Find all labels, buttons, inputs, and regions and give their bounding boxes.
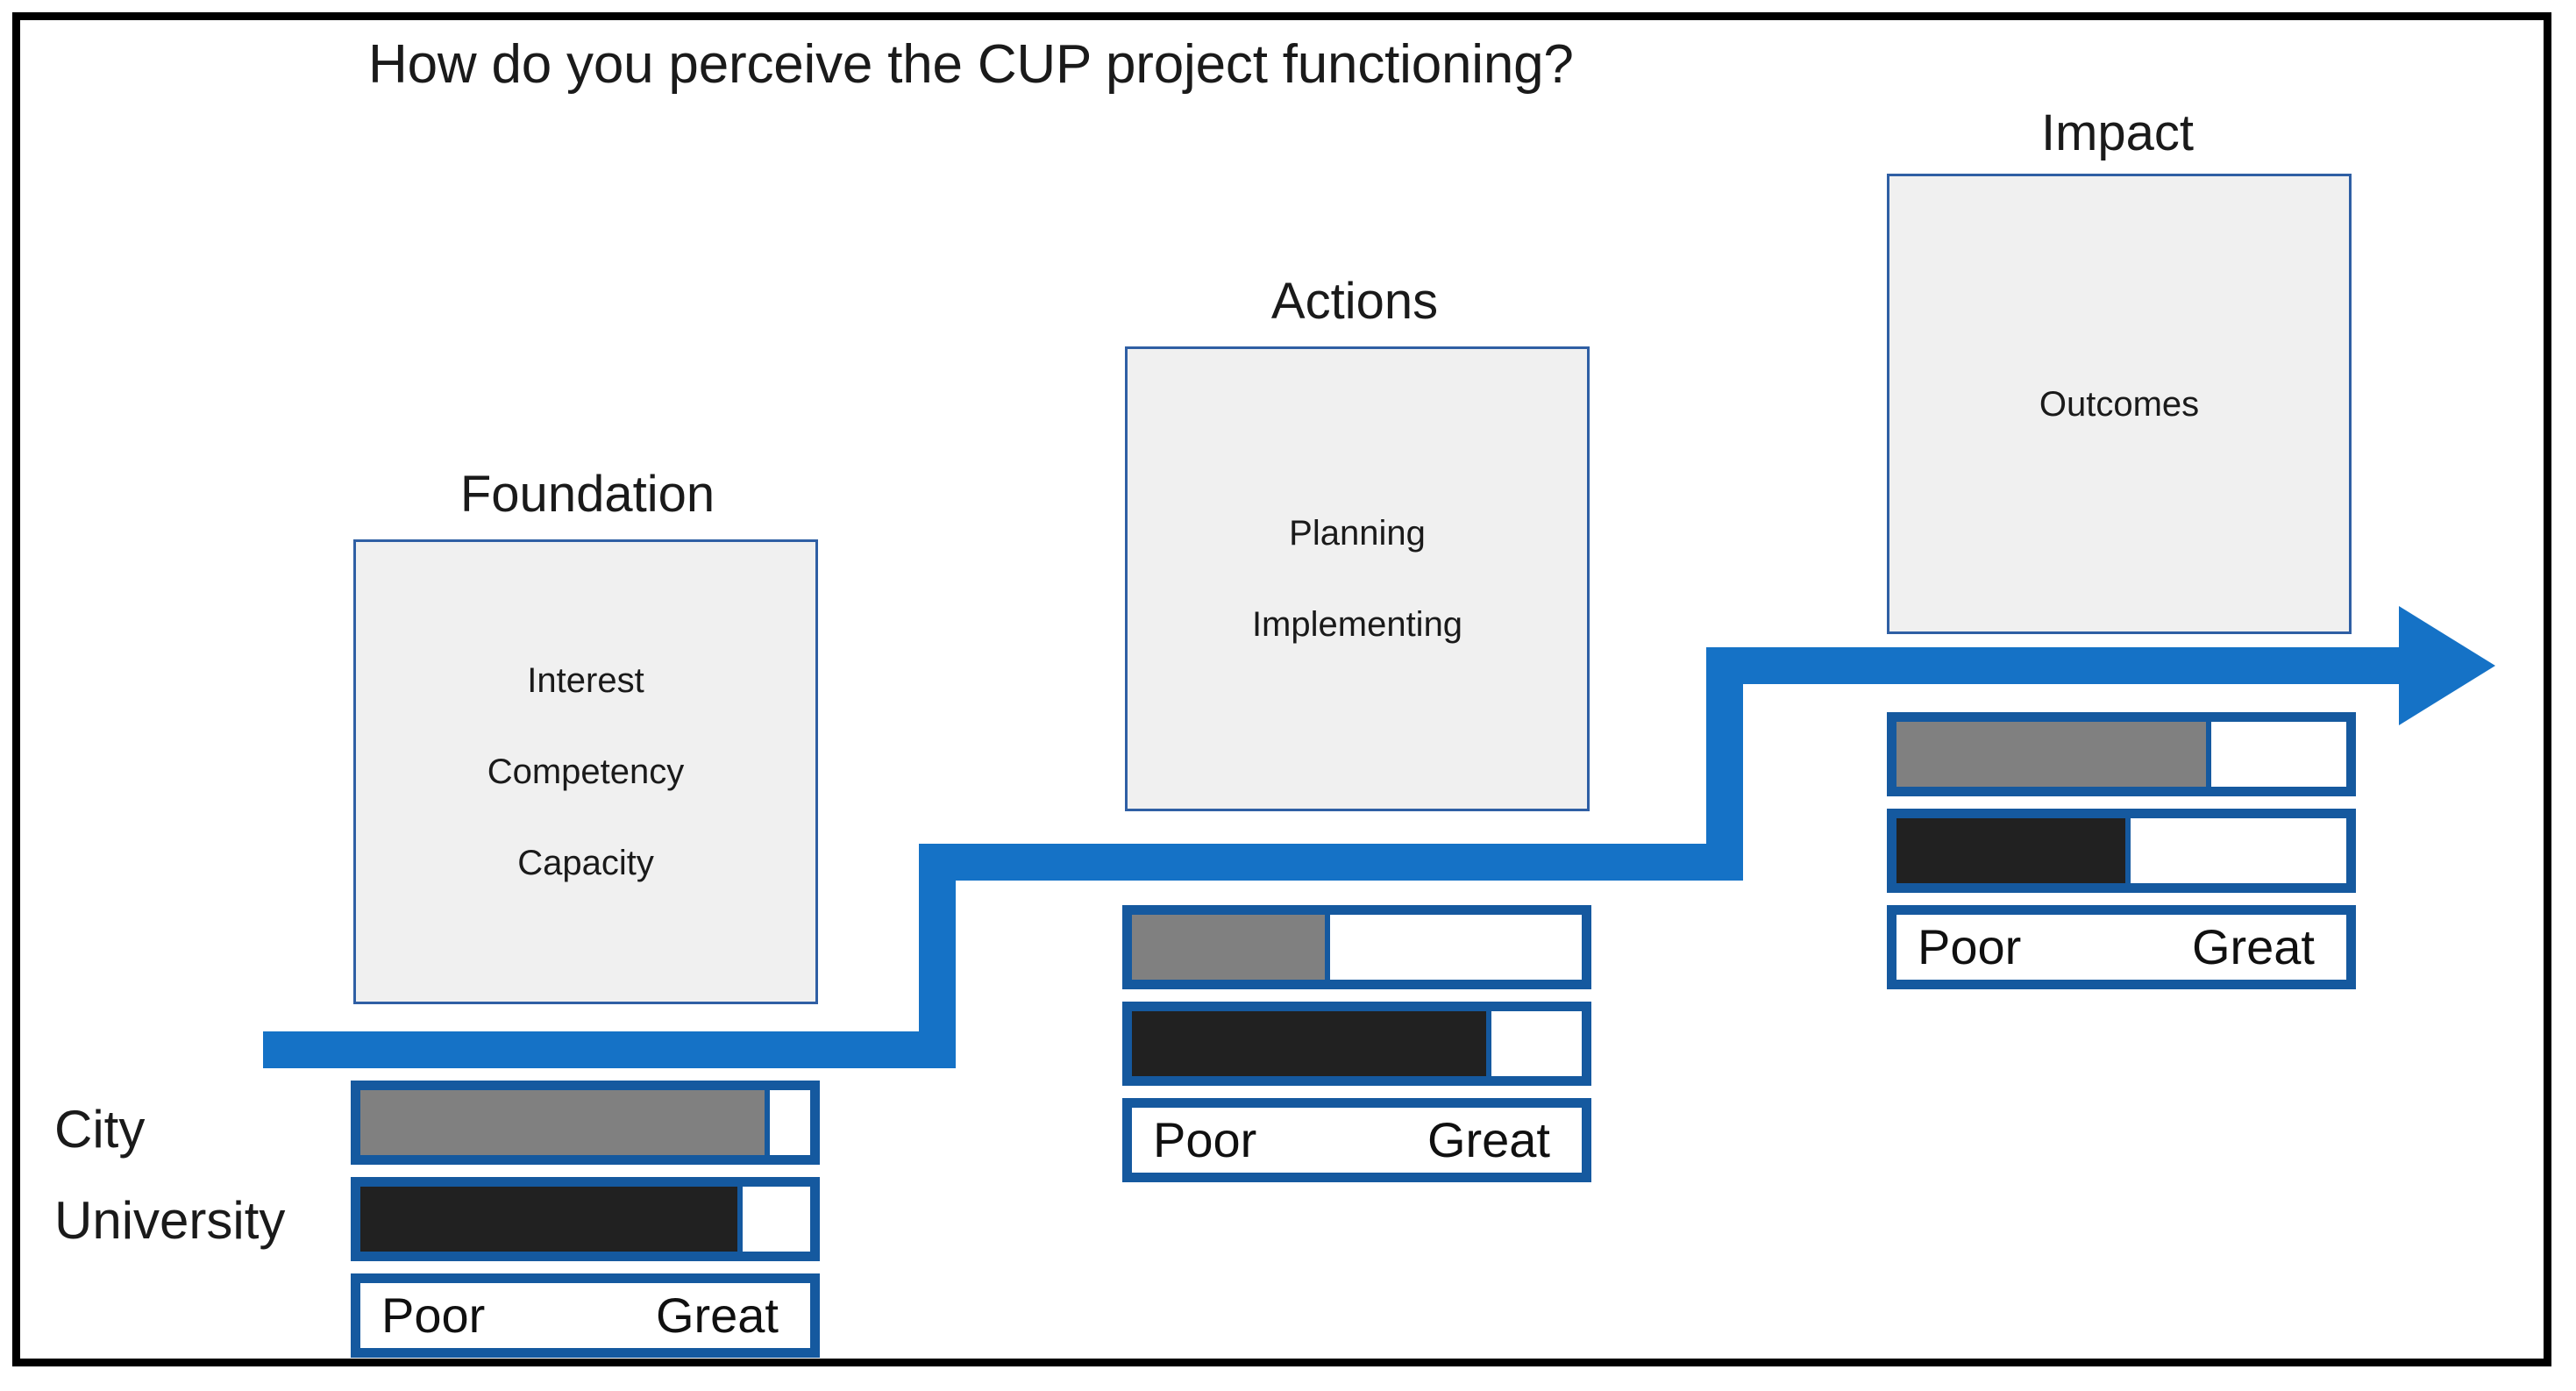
arrow-riser-one: [919, 844, 956, 1068]
scale-bar-actions: Poor Great: [1122, 1098, 1591, 1182]
bar-group-impact: Poor Great: [1887, 712, 2356, 989]
bar-actions-university[interactable]: [1122, 1002, 1591, 1086]
arrow-segment-upper: [1706, 647, 2399, 684]
bar-group-actions: Poor Great: [1122, 905, 1591, 1182]
arrow-segment-lower: [263, 1031, 956, 1068]
arrow-riser-two: [1706, 647, 1743, 881]
stage-box-impact: Outcomes: [1887, 174, 2352, 634]
scale-bar-foundation: Poor Great: [351, 1273, 820, 1358]
bar-foundation-city[interactable]: [351, 1081, 820, 1165]
series-label-city: City: [54, 1100, 146, 1159]
stage-item-capacity: Capacity: [517, 844, 654, 882]
scale-low-label: Poor: [1153, 1112, 1257, 1167]
scale-low-label: Poor: [1918, 919, 2022, 974]
bar-fill-city: [1132, 915, 1330, 980]
bar-fill-university: [360, 1187, 744, 1252]
bar-group-foundation: Poor Great: [351, 1081, 820, 1358]
bar-fill-city: [1896, 722, 2212, 787]
stage-title-actions: Actions: [1270, 273, 1439, 330]
scale-high-label: Great: [2191, 919, 2315, 974]
stage-item-planning: Planning: [1289, 514, 1426, 553]
bar-actions-city[interactable]: [1122, 905, 1591, 989]
stage-item-competency: Competency: [487, 753, 685, 791]
bar-impact-city[interactable]: [1887, 712, 2356, 796]
bar-fill-university: [1896, 818, 2131, 883]
stage-item-interest: Interest: [527, 661, 644, 700]
bar-fill-city: [360, 1090, 770, 1155]
stage-item-outcomes: Outcomes: [2039, 384, 2200, 424]
arrow-head-icon: [2399, 606, 2495, 725]
scale-low-label: Poor: [381, 1288, 486, 1343]
bar-impact-university[interactable]: [1887, 809, 2356, 893]
stage-box-foundation: Interest Competency Capacity: [353, 539, 818, 1004]
page-title: How do you perceive the CUP project func…: [368, 34, 1574, 95]
bar-foundation-university[interactable]: [351, 1177, 820, 1261]
series-label-university: University: [54, 1191, 286, 1250]
stage-item-implementing: Implementing: [1251, 605, 1463, 644]
scale-bar-impact: Poor Great: [1887, 905, 2356, 989]
scale-high-label: Great: [1427, 1112, 1550, 1167]
stage-title-foundation: Foundation: [459, 466, 715, 523]
scale-high-label: Great: [655, 1288, 779, 1343]
stage-box-actions: Planning Implementing: [1125, 346, 1590, 811]
arrow-segment-middle: [919, 844, 1743, 881]
stage-title-impact: Impact: [2040, 104, 2195, 161]
bar-fill-university: [1132, 1011, 1492, 1076]
